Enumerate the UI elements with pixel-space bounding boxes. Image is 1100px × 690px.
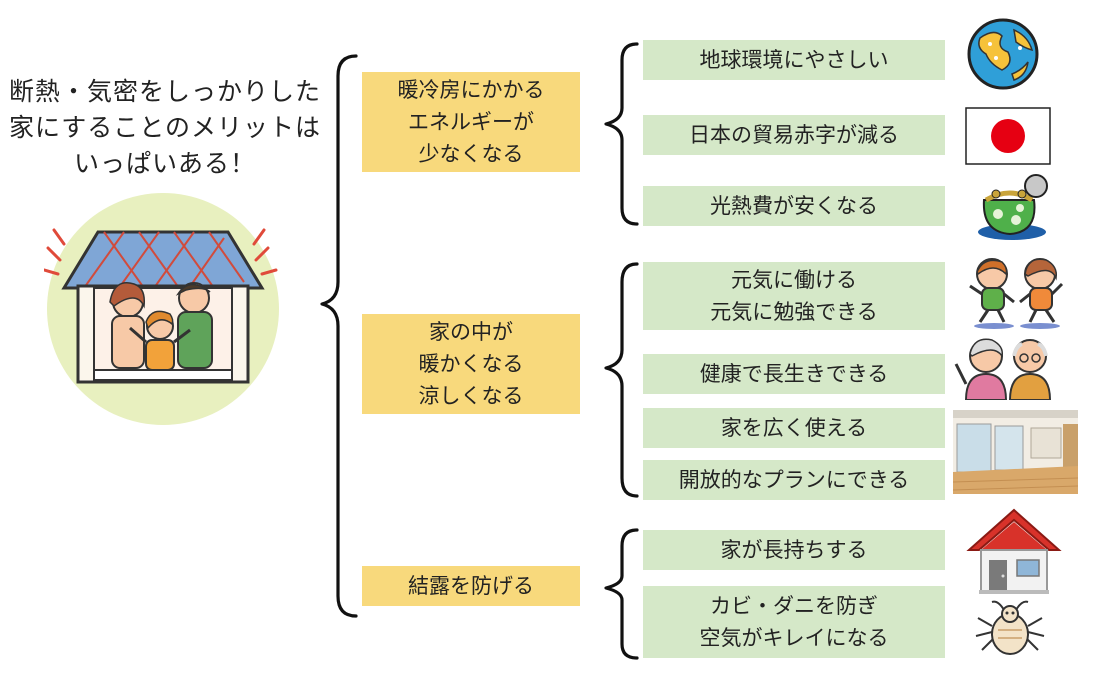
house-icon	[966, 508, 1062, 594]
category-energy: 暖冷房にかかる エネルギーが 少なくなる	[362, 72, 580, 172]
earth-icon	[967, 18, 1039, 90]
category-line: 暖かくなる	[418, 352, 524, 376]
benefit-line: 家を広く使える	[720, 416, 868, 440]
bracket-group-2	[604, 262, 639, 498]
bracket-group-1	[604, 42, 639, 226]
benefit-durability: 家が長持ちする	[643, 530, 945, 570]
benefit-environment: 地球環境にやさしい	[643, 40, 945, 80]
headline-line: 断熱・気密をしっかりした	[8, 77, 321, 106]
headline-line: 家にすることのメリットは	[8, 113, 321, 142]
elderly-couple-icon	[954, 338, 1052, 400]
category-condensation: 結露を防げる	[362, 566, 580, 606]
category-line: 涼しくなる	[418, 384, 524, 408]
benefit-line: カビ・ダニを防ぎ	[710, 594, 878, 618]
category-line: 家の中が	[429, 320, 513, 344]
spacious-room-photo	[953, 410, 1078, 494]
benefit-clean-air: カビ・ダニを防ぎ 空気がキレイになる	[643, 586, 945, 658]
benefit-line: 光熱費が安くなる	[710, 194, 878, 218]
benefit-line: 健康で長生きできる	[699, 362, 889, 386]
benefit-trade-deficit: 日本の貿易赤字が減る	[643, 115, 945, 155]
benefit-line: 元気に勉強できる	[710, 300, 878, 324]
category-line: 暖冷房にかかる	[397, 78, 545, 102]
benefit-longevity: 健康で長生きできる	[643, 354, 945, 394]
benefit-line: 家が長持ちする	[720, 538, 868, 562]
benefit-spacious: 家を広く使える	[643, 408, 945, 448]
benefit-line: 地球環境にやさしい	[699, 48, 889, 72]
japan-flag-icon	[965, 107, 1051, 165]
category-line: 結露を防げる	[408, 574, 534, 598]
benefit-line: 日本の貿易赤字が減る	[689, 123, 899, 147]
category-warm-cool: 家の中が 暖かくなる 涼しくなる	[362, 314, 580, 414]
category-line: 少なくなる	[418, 142, 524, 166]
running-children-icon	[969, 258, 1064, 329]
headline-line: いっぱいある！	[73, 149, 256, 178]
bracket-group-3	[604, 528, 639, 660]
benefit-line: 開放的なプランにできる	[678, 468, 910, 492]
category-line: エネルギーが	[408, 110, 534, 134]
benefit-work-study: 元気に働ける 元気に勉強できる	[643, 262, 945, 330]
headline: 断熱・気密をしっかりした 家にすることのメリットは いっぱいある！	[0, 74, 330, 182]
main-bracket	[320, 54, 358, 618]
mite-icon	[975, 600, 1045, 655]
benefit-open-plan: 開放的なプランにできる	[643, 460, 945, 500]
coin-purse-icon	[978, 174, 1048, 240]
family-house-illustration	[44, 193, 279, 425]
benefit-line: 空気がキレイになる	[699, 626, 889, 650]
benefit-line: 元気に働ける	[731, 268, 857, 292]
benefit-utility-costs: 光熱費が安くなる	[643, 186, 945, 226]
